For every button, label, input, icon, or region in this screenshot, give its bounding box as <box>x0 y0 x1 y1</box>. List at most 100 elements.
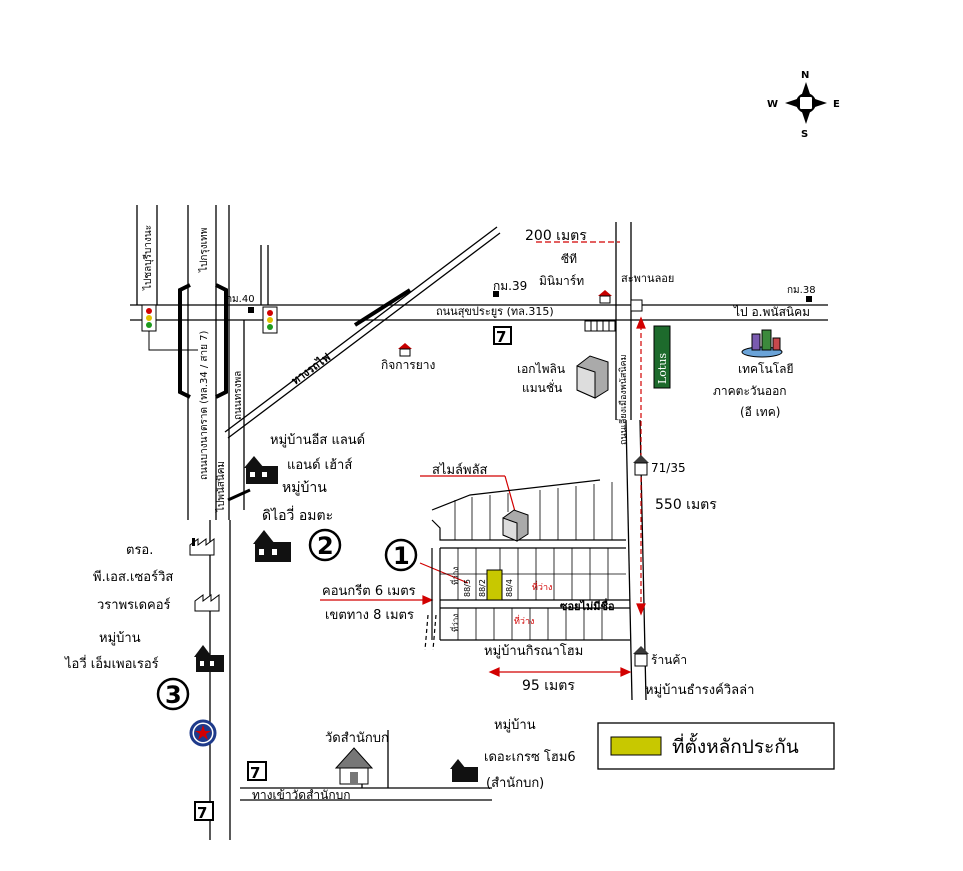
concrete-label: คอนกรีต 6 เมตร <box>322 583 416 599</box>
marker-3: 3 <box>156 677 190 711</box>
road-label-songphon: ถนนทรงพล <box>233 371 244 420</box>
crs-label-1: ตรอ. <box>126 543 153 558</box>
empty-lot-label: ที่ว่าง <box>514 614 534 627</box>
seven-eleven-icon: 7 <box>247 761 267 782</box>
shop-icon <box>633 646 649 667</box>
empty-lot-label: ที่ว่าง <box>449 614 460 632</box>
subdivision-roads <box>424 479 630 651</box>
lotus-store-icon: Lotus <box>653 325 671 389</box>
bridge-label: สะพานลอย <box>621 272 674 285</box>
distance-lines <box>320 241 646 677</box>
compass-s: S <box>801 129 808 140</box>
village-icon <box>253 530 291 562</box>
thanarong-label: หมู่บ้านธำรงค์วิลล่า <box>645 682 754 698</box>
legend-label: ที่ตั้งหลักประกัน <box>672 733 799 758</box>
aek-label-1: เอกไพลิน <box>517 362 565 376</box>
kirana-label: หมู่บ้านกิรณาโฮม <box>484 643 583 659</box>
empty-lot-label: ที่ว่าง <box>449 567 460 585</box>
lotus-label: Lotus <box>656 353 669 384</box>
village-east-1: หมู่บ้านอีส แลนด์ <box>270 432 365 448</box>
compass-e: E <box>833 99 840 110</box>
legend-swatch <box>610 736 662 756</box>
traffic-light-icon <box>141 304 198 351</box>
svg-text:7: 7 <box>496 328 506 346</box>
techno-building-icon <box>741 329 783 358</box>
road-label-chonburi: ไปชลบุรีบางนะ <box>142 225 154 291</box>
km-marker-icon <box>493 291 499 297</box>
svg-text:7: 7 <box>250 764 260 782</box>
seven-eleven-icon: 7 <box>194 801 214 822</box>
marker-2: 2 <box>308 528 342 562</box>
decor-label-1: หมู่บ้าน <box>494 718 536 733</box>
house-icon <box>633 455 649 476</box>
plot-label-882: 88/2 <box>478 579 487 597</box>
compass-icon: N S E W <box>767 70 840 140</box>
gas-station-icon <box>189 719 217 747</box>
traffic-light-icon <box>262 306 278 334</box>
techno-label-3: (อี เทค) <box>740 405 780 419</box>
factory-icon <box>189 538 215 556</box>
plot-label-884: 88/4 <box>505 579 514 597</box>
to-phanat-label: ไป อ.พนัสนิคม <box>733 305 810 319</box>
road-label-main: ถนนสุขประยูร (ทล.315) <box>436 305 554 318</box>
km40-label: กม.40 <box>226 294 255 305</box>
legend: ที่ตั้งหลักประกัน <box>597 722 835 770</box>
km-marker-icon <box>248 307 254 313</box>
fence-icon <box>584 320 616 332</box>
setback-label: เขตทาง 8 เมตร <box>325 608 414 623</box>
empire-label-2: ไอวี่ เอ็มเพอเรอร์ <box>64 654 159 672</box>
building-icon <box>502 509 529 542</box>
road-label-bangkok: ไปกรุงเทพ <box>198 228 210 273</box>
km38-label: กม.38 <box>787 285 816 296</box>
main-road <box>130 304 828 321</box>
ct-desc: มินิมาร์ท <box>539 274 584 288</box>
railway-line <box>224 226 501 439</box>
distance-200m: 200 เมตร <box>525 228 587 244</box>
decor-label-2: เดอะเกรซ โฮม6 <box>484 749 576 765</box>
compass-w: W <box>767 99 778 110</box>
seven-eleven-icon: 7 <box>493 326 512 346</box>
road-connector <box>227 488 251 502</box>
road-label-bypass: ถนนเลี่ยงเมืองพนัสนิคม <box>616 354 629 445</box>
distance-95m: 95 เมตร <box>522 678 575 694</box>
aek-label-2: แมนชั่น <box>522 379 562 395</box>
empty-lot-label: ที่ว่าง <box>532 580 552 593</box>
road-label-phanat: ไปพนัสนิคม <box>215 461 227 513</box>
bridge-icon <box>630 299 643 312</box>
techno-label-2: ภาคตะวันออก <box>713 384 787 398</box>
village-icon <box>194 645 224 672</box>
svg-text:7: 7 <box>197 804 207 822</box>
km39-label: กม.39 <box>493 279 527 293</box>
plot-label-885: 88/5 <box>463 579 472 597</box>
railway-label: ทางรถไฟ <box>289 350 334 388</box>
ct-name: ซีที <box>561 252 577 266</box>
bracket-right <box>215 283 228 399</box>
rubber-label: กิจการยาง <box>381 358 435 372</box>
village-amata-1: หมู่บ้าน <box>282 480 327 496</box>
house-icon <box>398 343 412 357</box>
bracket-left <box>178 283 191 399</box>
village-east-2: แอนด์ เฮ้าส์ <box>287 457 352 473</box>
svg-text:3: 3 <box>165 681 182 709</box>
warapon-label: วราพรเดคอร์ <box>97 597 171 613</box>
smile-label: สไมล์พลัส <box>432 462 488 478</box>
factory-icon <box>194 594 220 612</box>
collateral-plot <box>486 569 503 601</box>
temple-icon <box>334 747 374 785</box>
village-icon <box>450 759 478 782</box>
svg-text:1: 1 <box>393 542 410 570</box>
distance-550m: 550 เมตร <box>655 497 717 513</box>
decor-label-3: (สำนักบก) <box>486 776 544 791</box>
village-amata-2: ดิไอวี่ อมตะ <box>262 506 333 524</box>
temple-label: วัดสำนักบก <box>325 731 389 746</box>
svg-text:2: 2 <box>317 532 334 560</box>
house-7135-label: 71/35 <box>651 461 686 475</box>
road-label-bangna-trad: ถนนบางนาตราด (ทล.34 / สาย 7) <box>199 330 210 480</box>
shop-label: ร้านค้า <box>651 653 687 667</box>
crs-label-2: พี.เอส.เซอร์วิส <box>93 569 173 585</box>
marker-1: 1 <box>384 538 418 572</box>
soi-label: ซอยไม่มีชื่อ <box>560 598 615 613</box>
village-icon <box>244 456 278 484</box>
left-roads <box>136 205 269 840</box>
